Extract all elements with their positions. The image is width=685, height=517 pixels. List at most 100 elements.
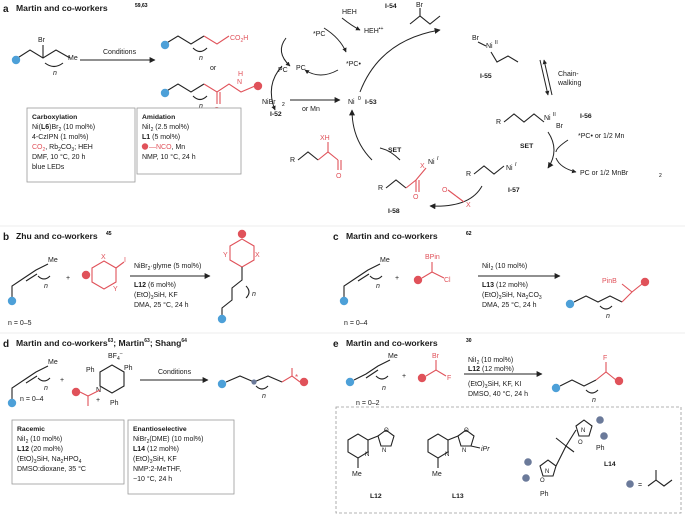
svg-text:NiBr2(DME) (10 mol%): NiBr2(DME) (10 mol%) xyxy=(133,436,203,445)
red-ball-icon xyxy=(614,376,624,386)
svg-text:Ni: Ni xyxy=(486,43,493,50)
svg-text:2: 2 xyxy=(282,102,285,108)
panel-e-n-range: n = 0–2 xyxy=(356,400,380,407)
svg-text:walking: walking xyxy=(557,80,581,87)
grey-ball-icon xyxy=(626,480,634,488)
svg-text:Carboxylation: Carboxylation xyxy=(32,114,77,121)
svg-text:n: n xyxy=(606,313,610,320)
svg-text:N: N xyxy=(581,428,585,434)
blue-ball-icon xyxy=(551,383,561,393)
panel-e-product: n F xyxy=(551,355,624,404)
svg-text:L12: L12 xyxy=(370,493,382,500)
svg-text:n: n xyxy=(199,55,203,62)
svg-text:O: O xyxy=(336,173,342,180)
svg-text:NiI2 (2.5 mol%): NiI2 (2.5 mol%) xyxy=(142,124,189,133)
blue-ball-icon xyxy=(339,296,349,306)
svg-text:O: O xyxy=(540,478,545,484)
heh-radical-cation: HEH•+ xyxy=(364,26,384,35)
svg-text:PC: PC xyxy=(278,67,288,74)
svg-text:N: N xyxy=(237,79,242,86)
svg-text:Racemic: Racemic xyxy=(17,426,45,433)
svg-text:N: N xyxy=(382,448,386,454)
blue-ball-icon xyxy=(160,88,170,98)
bromo-label: Br xyxy=(38,37,46,44)
svg-text:n: n xyxy=(199,103,203,110)
svg-text:N: N xyxy=(445,452,449,458)
svg-text:+: + xyxy=(66,275,70,282)
svg-text:L12 (20 mol%): L12 (20 mol%) xyxy=(17,446,63,453)
panel-b-n-range: n = 0–5 xyxy=(8,320,32,327)
svg-text:+: + xyxy=(60,377,64,384)
red-ball-icon xyxy=(237,229,247,239)
svg-text:X: X xyxy=(101,254,106,261)
svg-text:X: X xyxy=(255,252,260,259)
svg-text:Me: Me xyxy=(388,353,398,360)
svg-text:DMSO:dioxane, 35 °C: DMSO:dioxane, 35 °C xyxy=(17,465,86,473)
svg-text:0: 0 xyxy=(358,96,361,102)
enantioselective-box: Enantioselective NiBr2(DME) (10 mol%) L1… xyxy=(127,419,235,495)
svg-text:Enantioselective: Enantioselective xyxy=(133,426,187,433)
svg-text:*PC: *PC xyxy=(313,31,325,38)
svg-text:4-CzIPN (1 mol%): 4-CzIPN (1 mol%) xyxy=(32,134,88,141)
blue-ball-icon xyxy=(565,299,575,309)
svg-text:Y: Y xyxy=(113,286,118,293)
svg-text:or Mn: or Mn xyxy=(302,106,320,113)
svg-text:Br: Br xyxy=(556,123,564,130)
panel-d-n-range: n = 0–4 xyxy=(20,396,44,403)
panel-b-title: Zhu and co-workers xyxy=(16,231,98,241)
svg-text:O: O xyxy=(442,187,448,194)
svg-text:O: O xyxy=(464,428,469,434)
red-ball-icon xyxy=(417,373,427,383)
blue-ball-icon xyxy=(217,314,227,324)
svg-text:II: II xyxy=(495,40,498,46)
svg-text:Me: Me xyxy=(432,471,442,478)
panel-d-conditions-label: Conditions xyxy=(158,369,192,376)
panel-a-conditions-label: Conditions xyxy=(103,49,137,56)
svg-text:I-56: I-56 xyxy=(580,113,592,120)
svg-text:*: * xyxy=(295,373,298,382)
or-label: or xyxy=(210,65,217,72)
carboxylic-acid-product: n CO2H xyxy=(160,35,248,62)
panel-c: c Martin and co-workers 62 n Me n = 0–4 … xyxy=(333,231,650,327)
svg-text:N: N xyxy=(365,452,369,458)
svg-text:HEH: HEH xyxy=(342,9,357,16)
pyridinium-salt: BF4– Ph Ph N + Ph xyxy=(71,351,133,407)
svg-text:n: n xyxy=(252,291,256,298)
blue-ball-icon xyxy=(7,296,17,306)
svg-text:Ph: Ph xyxy=(540,491,549,498)
svg-text:I: I xyxy=(437,156,439,162)
svg-text:Ph: Ph xyxy=(86,367,95,374)
panel-e-letter: e xyxy=(333,339,339,350)
svg-text:DMA, 25 °C, 24 h: DMA, 25 °C, 24 h xyxy=(134,301,189,309)
ligand-l14: N O N O Ph Ph L14 xyxy=(522,416,616,498)
panel-c-n-range: n = 0–4 xyxy=(344,320,368,327)
red-ball-icon xyxy=(413,275,423,285)
svg-text:NiBr: NiBr xyxy=(262,99,276,106)
svg-text:=: = xyxy=(638,482,642,489)
panel-e-fluoro-reagent: Br F xyxy=(417,353,451,383)
red-ball-icon xyxy=(71,387,81,397)
svg-text:Me: Me xyxy=(48,257,58,264)
svg-text:PinB: PinB xyxy=(602,278,617,285)
panel-b-letter: b xyxy=(3,232,9,243)
panel-b-product: Y X n xyxy=(217,229,260,324)
svg-text:NiI2 (10 mol%): NiI2 (10 mol%) xyxy=(482,263,527,272)
carboxylation-box: Carboxylation Ni(L6)Br2 (10 mol%) 4-CzIP… xyxy=(26,107,136,183)
svg-text:I: I xyxy=(515,162,517,168)
ligand-box: Me N O N L12 Me N O N iPr L13 xyxy=(335,406,682,514)
svg-text:PC or 1/2 MnBr: PC or 1/2 MnBr xyxy=(580,170,629,177)
panel-d-product: n * xyxy=(217,368,309,400)
svg-text:L13 (12 mol%): L13 (12 mol%) xyxy=(482,282,528,289)
svg-text:N: N xyxy=(462,448,466,454)
svg-text:L14: L14 xyxy=(604,461,616,468)
panel-a-letter: a xyxy=(3,4,9,15)
panel-e-alkene: n Me xyxy=(345,353,398,392)
svg-text:DMF, 10 °C, 20 h: DMF, 10 °C, 20 h xyxy=(32,153,85,161)
svg-text:F: F xyxy=(447,375,451,382)
panel-b: b Zhu and co-workers 45 n Me + I X Y n =… xyxy=(3,229,260,327)
svg-text:n: n xyxy=(592,397,596,404)
svg-text:(EtO)3SiH, KF, KI: (EtO)3SiH, KF, KI xyxy=(468,381,521,390)
svg-text:L14 (12 mol%): L14 (12 mol%) xyxy=(133,446,179,453)
red-ball-icon xyxy=(299,377,309,387)
svg-text:DMA, 25 °C, 24 h: DMA, 25 °C, 24 h xyxy=(482,301,537,309)
